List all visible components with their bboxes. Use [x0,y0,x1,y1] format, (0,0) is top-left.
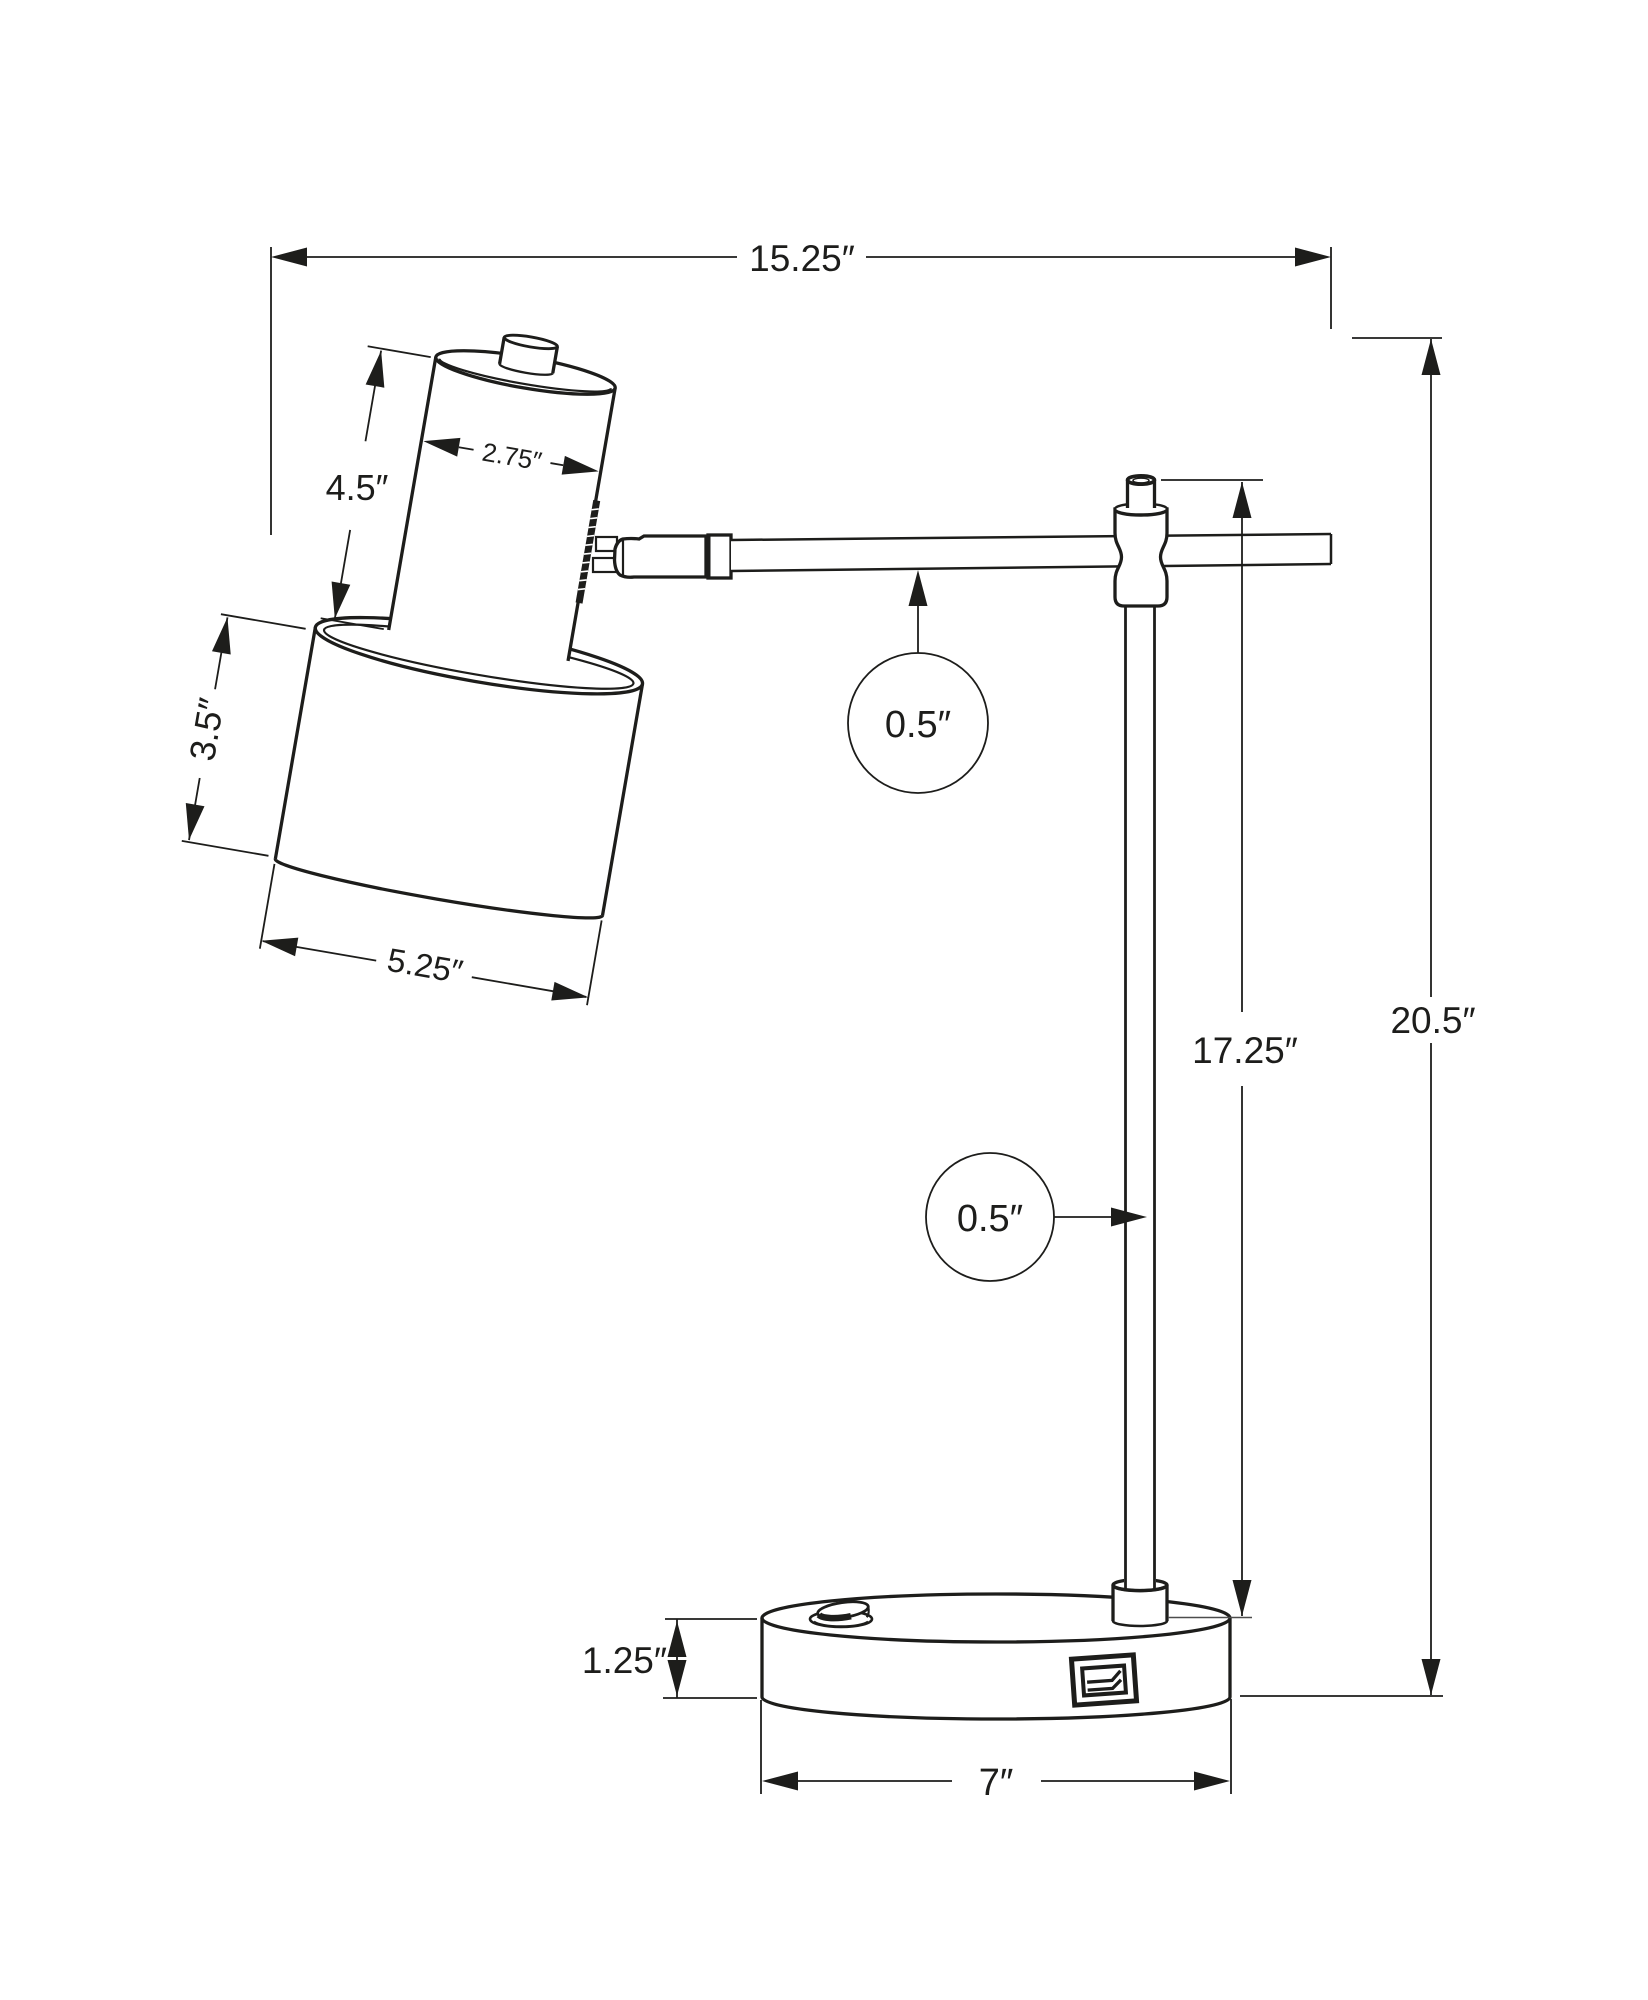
svg-text:1.25″: 1.25″ [582,1640,667,1681]
svg-text:20.5″: 20.5″ [1390,1000,1475,1041]
svg-text:17.25″: 17.25″ [1192,1030,1298,1071]
svg-text:4.5″: 4.5″ [326,467,389,508]
svg-text:15.25″: 15.25″ [749,238,855,279]
svg-text:0.5″: 0.5″ [957,1198,1023,1240]
svg-text:7″: 7″ [979,1762,1014,1804]
svg-text:0.5″: 0.5″ [885,704,951,746]
